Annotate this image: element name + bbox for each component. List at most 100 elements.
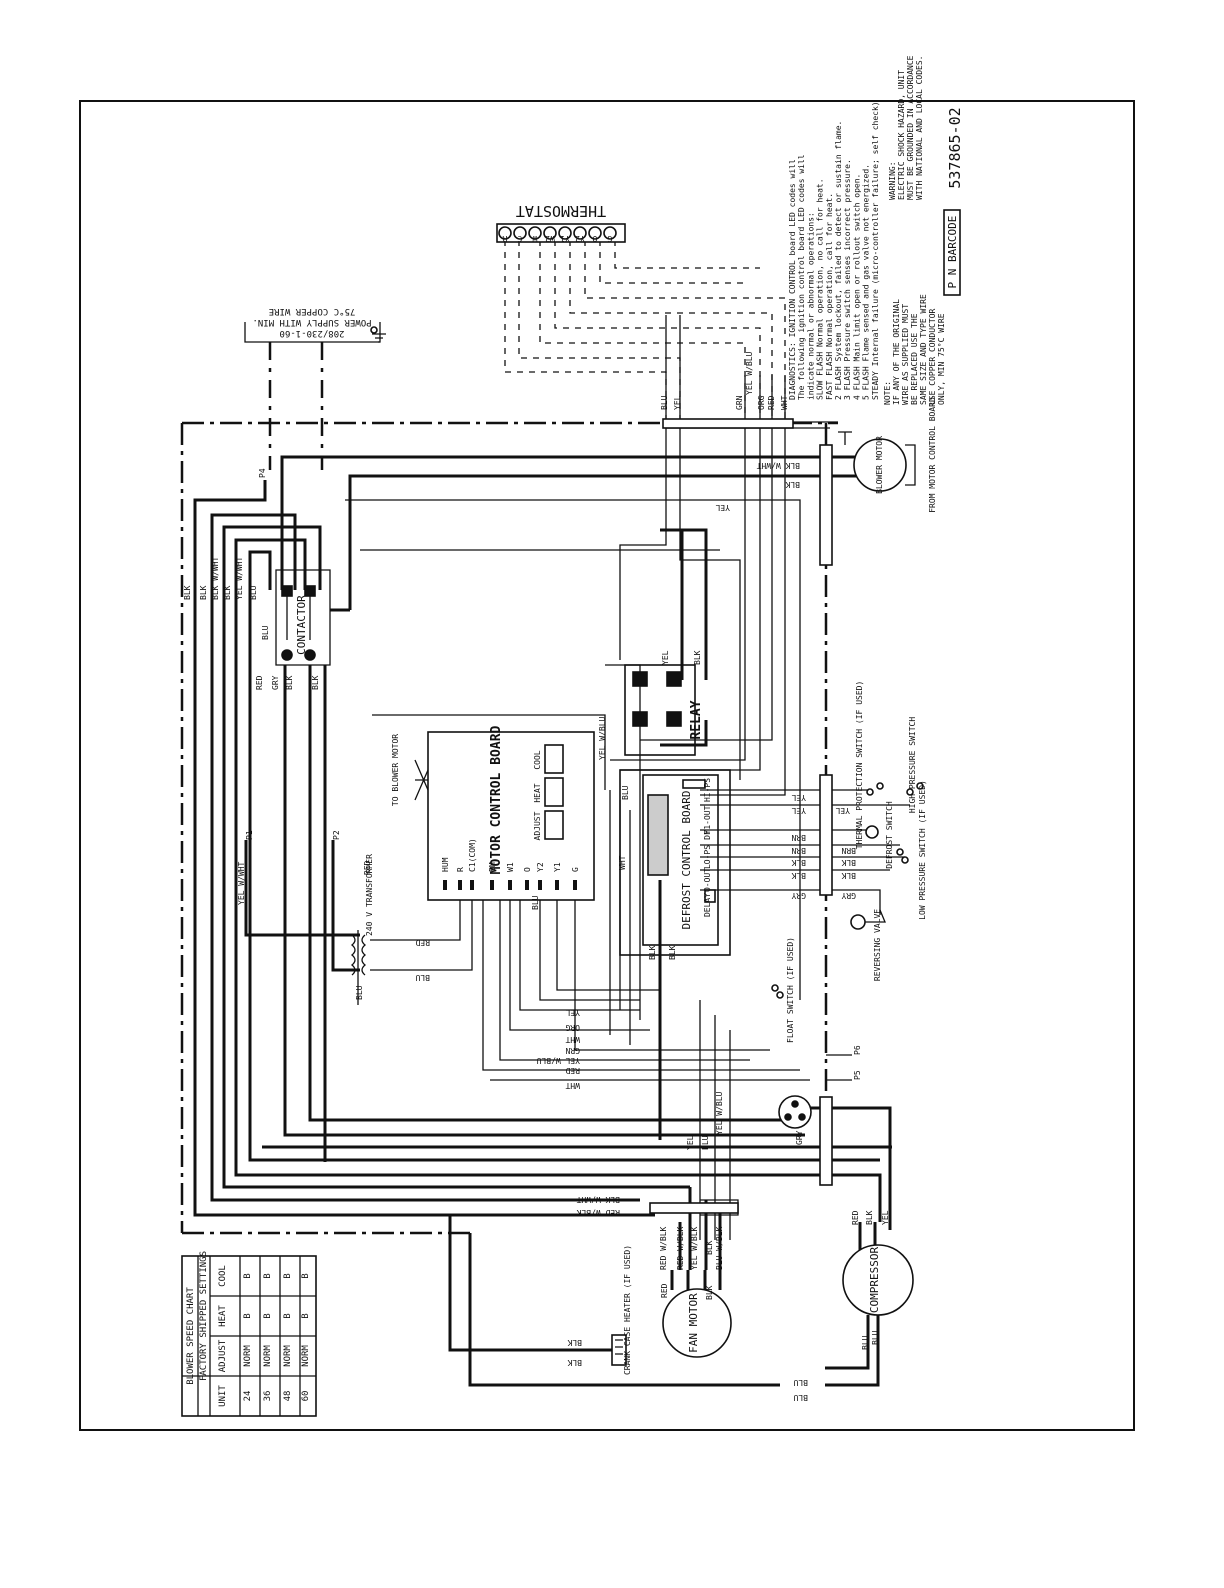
float-switch: FLOAT SWITCH (IF USED) <box>771 937 795 1043</box>
wire-color-label: BLU <box>621 785 630 800</box>
wire-color-label: GRN <box>735 395 744 410</box>
wire-color-label: BLU <box>355 985 364 1000</box>
thermostat-terminal <box>513 226 527 240</box>
from-motor-control-board-label: FROM MOTOR CONTROL BOARD <box>928 397 937 513</box>
diagnostics-line: The following ignition control board LED… <box>797 154 806 400</box>
reversing-valve: REVERSING VALVE <box>850 909 886 981</box>
defrost-sensor <box>778 1095 812 1129</box>
thermostat-terminal <box>528 226 542 240</box>
wire-color-label: RED <box>660 1283 669 1298</box>
wire-color-label: BLK <box>693 650 702 665</box>
power-wiring <box>193 455 892 1387</box>
chart-cell: 24 <box>243 1391 253 1402</box>
chart-cell: NORM <box>243 1345 253 1367</box>
note-line: ONLY, MIN 75°C WIRE <box>937 313 946 405</box>
svg-text:LOW PRESSURE SWITCH (IF USED): LOW PRESSURE SWITCH (IF USED) <box>918 780 927 920</box>
dcb-terminal-label: Y1-OUT <box>703 805 712 834</box>
drawing-number: 537865-02 <box>946 107 964 188</box>
fan-motor: FAN MOTOR <box>662 1270 732 1358</box>
wire-color-label: BLK <box>223 585 232 600</box>
chart-cell: NORM <box>301 1345 311 1367</box>
wire-color-label: ORG <box>565 1023 580 1032</box>
mcb-terminal <box>573 880 577 890</box>
ground-symbol <box>370 326 386 343</box>
wire-color-label: BLU <box>261 625 270 640</box>
thermostat-terminal <box>588 226 602 240</box>
wire-color-label: YEL <box>835 806 850 815</box>
wire-color-label: YEL <box>661 650 670 665</box>
plug-p2: P2 <box>332 830 341 840</box>
wire-color-label: BLU <box>660 395 669 410</box>
note-line: BE REPLACED USE THE <box>910 313 919 405</box>
svg-text:CRANK CASE HEATER (IF USED): CRANK CASE HEATER (IF USED) <box>623 1245 632 1375</box>
page-border <box>79 100 1135 1431</box>
compressor: COMPRESSOR <box>825 1244 914 1387</box>
wire-color-label: BLK W/WHT <box>576 1195 620 1204</box>
defrost-control-board-label: DEFROST CONTROL BOARD <box>680 790 693 929</box>
thermostat-terminal <box>543 226 557 240</box>
thermostat-terminal <box>573 226 587 240</box>
note-line: WIRE AS SUPPLIED MUST <box>901 304 910 405</box>
chart-header: ADJUST <box>218 1339 228 1372</box>
crank-case-heater: CRANK CASE HEATER (IF USED) <box>611 1245 632 1375</box>
wire-color-label: BLK <box>648 945 657 960</box>
thermostat-terminal-label: W <box>532 234 537 243</box>
warning-line: WITH NATIONAL AND LOCAL CODES. <box>915 56 924 201</box>
svg-text:DEFROST SWITCH: DEFROST SWITCH <box>885 801 894 869</box>
plug-p1: P1 <box>245 830 254 840</box>
motor-control-board-label: MOTOR CONTROL BOARD <box>489 725 504 874</box>
chart-header: HEAT <box>218 1305 228 1327</box>
defrost-control-board: DEFROST CONTROL BOARD HI-PSY1-OUTDFLO-PS… <box>619 769 731 956</box>
wire-color-label: BLU <box>793 1378 808 1387</box>
diagnostics-line: 2 FLASH System lockout, failed to detect… <box>834 121 843 400</box>
wire-color-label: RED <box>363 860 372 875</box>
wire-color-label: BLK <box>311 675 320 690</box>
wire-color-label: GRY <box>795 1130 804 1145</box>
contactor-label: CONTACTOR <box>295 595 308 655</box>
chart-cell: B <box>301 1273 311 1278</box>
wire-color-label: BRN <box>841 846 856 855</box>
plug-p5: P5 <box>853 1070 862 1080</box>
mcb-terminal <box>458 880 462 890</box>
chart-subtitle: FACTORY SHIPPED SETTINGS <box>199 1251 209 1381</box>
diagnostics-block: DIAGNOSTICS: IGNITION CONTROL board LED … <box>788 101 880 400</box>
wire-color-label: BLK <box>705 1240 714 1255</box>
chart-cell: B <box>263 1313 273 1318</box>
wire-color-label: BLK <box>567 1338 582 1347</box>
wire-color-label: GRN <box>565 1046 580 1055</box>
chart-cell: 36 <box>263 1391 273 1402</box>
wire-color-label: BLK <box>791 858 806 867</box>
transformer: 240 V TRANSFORMER <box>350 854 374 1005</box>
mcb-terminal-label: R <box>456 867 465 872</box>
wire-color-label: RED <box>767 395 776 410</box>
wire-color-label: GRY <box>271 675 280 690</box>
defrost-switch: DEFROST SWITCH <box>865 801 894 869</box>
wire-clamps <box>649 418 833 1214</box>
wire-color-label: ORG <box>757 395 766 410</box>
chart-cell: NORM <box>283 1345 293 1367</box>
wire-color-label: RED W/BLK <box>576 1208 620 1217</box>
wire-color-label: BLK <box>183 585 192 600</box>
wire-color-label: YEL W/BLU <box>536 1056 580 1065</box>
diagnostics-line: STEADY Internal failure (micro-controlle… <box>871 101 880 400</box>
wire-color-label: YEL W/WHT <box>235 556 244 600</box>
blower-motor: BLOWER MOTOR FROM MOTOR CONTROL BOARD <box>838 397 937 513</box>
thermostat-terminal-label: C <box>517 234 522 243</box>
blower-motor-label: BLOWER MOTOR <box>875 436 884 494</box>
wire-color-label: YEL <box>686 1135 695 1150</box>
wire-color-label: YEL <box>673 395 682 410</box>
wire-color-label: BLK <box>668 945 677 960</box>
wire-color-label: BLK <box>865 1210 874 1225</box>
mcb-terminal <box>443 880 447 890</box>
diagnostics-line: indicate normal or abnormal operations: <box>806 212 815 400</box>
note-line: NOTE: <box>883 381 892 405</box>
wire-color-label: BLU <box>415 973 430 982</box>
mcb-terminal-label: HUM <box>441 857 450 872</box>
to-blower-motor-label: TO BLOWER MOTOR <box>391 734 400 806</box>
thermostat-wiring <box>504 240 786 420</box>
diagnostics-line: FAST FLASH Normal operation, call for he… <box>825 193 834 400</box>
wire-color-label: BLK <box>841 871 856 880</box>
chart-cell: B <box>263 1273 273 1278</box>
